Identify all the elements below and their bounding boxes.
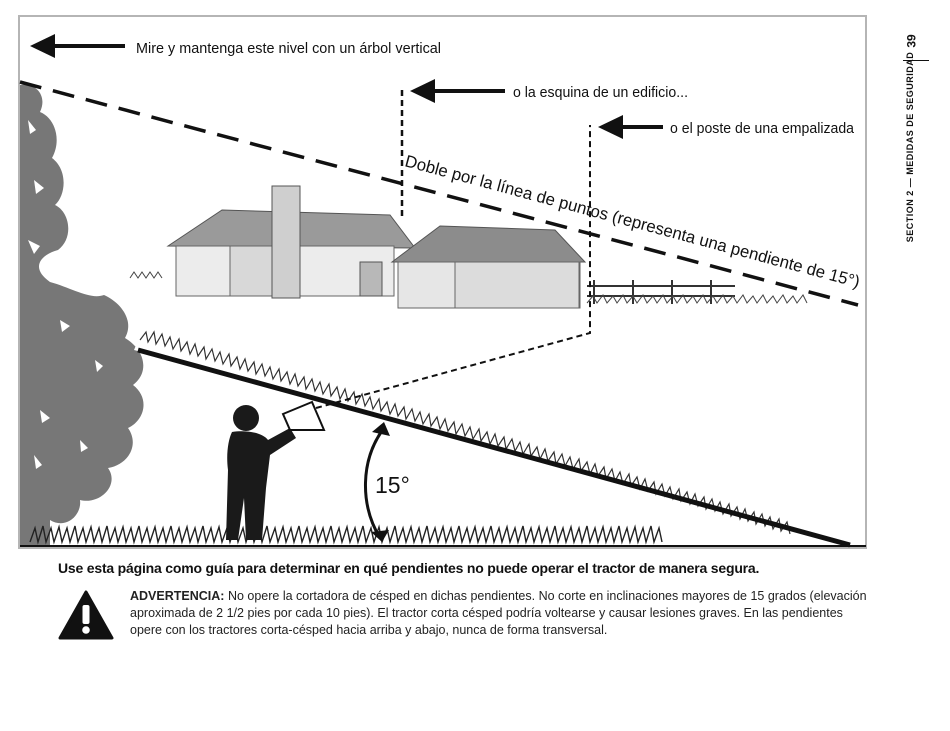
angle-arc	[364, 427, 386, 539]
house-illustration	[166, 185, 587, 309]
warning-block: ADVERTENCIA: No opere la cortadora de cé…	[58, 588, 878, 648]
fence-arrow	[598, 115, 663, 139]
page-caption: Use esta página como guía para determina…	[58, 560, 760, 576]
fence-label: o el poste de una empalizada	[670, 120, 855, 137]
warning-triangle-icon	[58, 590, 114, 640]
fence-illustration	[587, 280, 735, 304]
tree-highlights	[28, 120, 103, 469]
angle-arrow-bottom	[371, 530, 389, 542]
sidebar-divider	[903, 60, 929, 61]
distant-grass	[129, 271, 808, 304]
building-label: o la esquina de un edificio...	[513, 84, 688, 101]
building-arrow	[410, 79, 505, 103]
fold-line	[19, 80, 859, 307]
warning-title: ADVERTENCIA:	[130, 589, 225, 603]
slope-line	[137, 347, 851, 548]
tree-arrow	[30, 34, 125, 58]
warning-body: No opere la cortadora de césped en dicha…	[130, 589, 867, 637]
angle-arrow-top	[372, 422, 390, 436]
angle-label: 15°	[375, 472, 410, 498]
warning-text: ADVERTENCIA: No opere la cortadora de cé…	[130, 588, 878, 639]
tree-silhouette	[20, 84, 144, 546]
section-label: Section 2 — Medidas de seguridad	[905, 51, 915, 243]
ground-grass	[29, 524, 663, 545]
sight-gauge	[281, 400, 326, 431]
page-number: 39	[904, 34, 919, 48]
person-silhouette	[226, 405, 296, 540]
slope-guide-illustration: Mire y mantenga este nivel con un árbol …	[18, 15, 867, 549]
tree-label: Mire y mantenga este nivel con un árbol …	[136, 40, 441, 57]
sight-line	[315, 125, 591, 409]
